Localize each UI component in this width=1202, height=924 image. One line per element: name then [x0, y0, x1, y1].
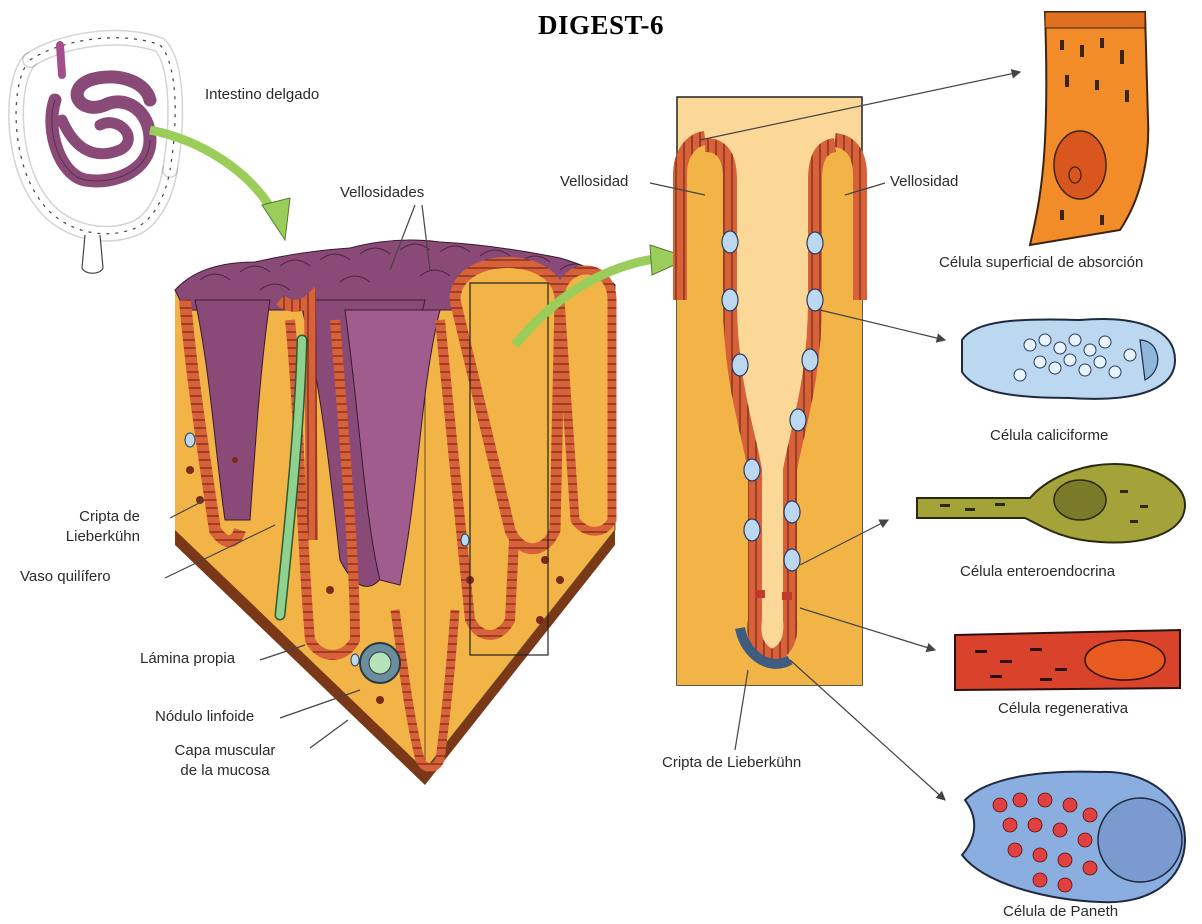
label-crypt-detail: Cripta de Lieberkühn — [662, 754, 801, 771]
label-enteroendocrine-cell: Célula enteroendocrina — [960, 563, 1115, 580]
label-small-intestine: Intestino delgado — [205, 86, 319, 103]
paneth-cell-figure — [962, 772, 1185, 903]
regenerative-cell-figure — [955, 630, 1180, 690]
label-crypt-line1: Cripta de — [30, 508, 140, 525]
label-regenerative-cell: Célula regenerativa — [998, 700, 1128, 717]
label-paneth-cell: Célula de Paneth — [1003, 903, 1118, 920]
label-absorptive-cell: Célula superficial de absorción — [939, 254, 1143, 271]
label-villus-left: Vellosidad — [560, 173, 628, 190]
label-goblet-cell: Célula caliciforme — [990, 427, 1108, 444]
label-villus-right: Vellosidad — [890, 173, 958, 190]
label-lamina-propria: Lámina propia — [140, 650, 235, 667]
goblet-cell-figure — [962, 319, 1175, 399]
crypt-detail-panel — [677, 97, 862, 685]
label-crypt-line2: Lieberkühn — [30, 528, 140, 545]
page-title: DIGEST-6 — [0, 10, 1202, 41]
label-lymphoid-nodule: Nódulo linfoide — [155, 708, 254, 725]
label-villi: Vellosidades — [340, 184, 424, 201]
enteroendocrine-cell-figure — [917, 464, 1185, 542]
mucosa-block — [175, 240, 615, 785]
label-muscularis-line1: Capa muscular — [150, 742, 300, 759]
intestine-thumbnail — [16, 38, 175, 273]
absorptive-cell-figure — [1030, 12, 1148, 245]
label-lacteal: Vaso quilífero — [20, 568, 111, 585]
label-muscularis-line2: de la mucosa — [150, 762, 300, 779]
